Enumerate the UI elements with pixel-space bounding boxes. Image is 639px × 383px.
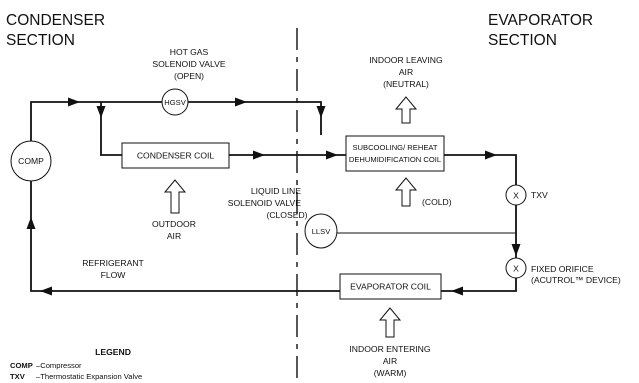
hot-gas-label-line1: HOT GAS — [170, 47, 209, 57]
evaporator-section-title-line2: SECTION — [488, 32, 557, 49]
legend-abbr: COMP — [10, 361, 33, 370]
hot-gas-label-line2: SOLENOID VALVE — [152, 59, 225, 69]
legend-abbr: TXV — [10, 372, 26, 381]
liquid-line-label-line2: SOLENOID VALVE — [228, 198, 301, 208]
cold-label: (COLD) — [422, 197, 452, 207]
liquid-line-label-line3: (CLOSED) — [266, 210, 307, 220]
flow-arrows — [26, 97, 521, 296]
refrigerant-flow-label-line2: FLOW — [101, 270, 127, 280]
refrigerant-flow-label-line1: REFRIGERANT — [82, 258, 144, 268]
legend-title: LEGEND — [95, 347, 131, 357]
hgsv-label: HGSV — [164, 98, 186, 107]
evaporator-coil: EVAPORATOR COIL — [339, 273, 442, 300]
flow-arrow — [235, 97, 247, 107]
flow-arrow — [40, 286, 52, 296]
indoor-leaving-label-line3: (NEUTRAL) — [383, 79, 429, 89]
compressor-label: COMP — [18, 156, 44, 166]
evaporator-coil-label: EVAPORATOR COIL — [350, 282, 431, 292]
legend: LEGEND COMP –Compressor TXV –Thermostati… — [10, 347, 142, 381]
condenser-section-title-line1: CONDENSER — [6, 12, 105, 29]
cold-air-arrow — [394, 177, 418, 207]
condenser-section-title-line2: SECTION — [6, 32, 75, 49]
indoor-entering-air-arrow — [378, 307, 402, 338]
compressor: COMP — [10, 140, 52, 182]
hot-gas-label-line3: (OPEN) — [174, 71, 204, 81]
liquid-line-solenoid-valve: LLSV — [304, 213, 338, 249]
fixed-orifice-device: X FIXED ORIFICE (ACUTROL™ DEVICE) — [505, 257, 621, 285]
legend-desc: –Thermostatic Expansion Valve — [36, 372, 142, 381]
subcooling-reheat-coil: SUBCOOLING/ REHEAT DEHUMIDIFICATION COIL — [345, 135, 445, 172]
flow-arrow — [253, 150, 265, 160]
flow-arrow — [96, 106, 106, 118]
outdoor-air-label-line1: OUTDOOR — [152, 219, 196, 229]
outdoor-air-label-line2: AIR — [167, 231, 181, 241]
flow-arrow — [26, 217, 36, 229]
flow-arrow — [485, 150, 497, 160]
subcooling-coil-label-line1: SUBCOOLING/ REHEAT — [352, 143, 437, 152]
fixed-orifice-label-line2: (ACUTROL™ DEVICE) — [531, 275, 621, 285]
flow-arrow — [68, 97, 80, 107]
indoor-leaving-label-line1: INDOOR LEAVING — [369, 55, 443, 65]
condenser-coil: CONDENSER COIL — [121, 142, 230, 169]
refrigerant-piping — [30, 101, 517, 292]
indoor-entering-label-line3: (WARM) — [374, 368, 407, 378]
txv-valve: X TXV — [505, 184, 548, 206]
evaporator-section-title-line1: EVAPORATOR — [488, 12, 593, 29]
indoor-entering-label-line2: AIR — [383, 356, 397, 366]
flow-arrow — [326, 150, 338, 160]
fixed-orifice-label-line1: FIXED ORIFICE — [531, 264, 594, 274]
subcooling-coil-label-line2: DEHUMIDIFICATION COIL — [349, 155, 441, 164]
outdoor-air-arrow — [163, 179, 187, 214]
txv-symbol: X — [513, 191, 519, 201]
flow-arrow — [451, 286, 463, 296]
indoor-leaving-label-line2: AIR — [399, 67, 413, 77]
flow-arrow — [511, 244, 521, 256]
hot-gas-solenoid-valve: HGSV — [161, 88, 189, 116]
flow-arrow — [316, 106, 326, 118]
txv-label: TXV — [531, 190, 548, 200]
legend-desc: –Compressor — [36, 361, 82, 370]
indoor-leaving-air-arrow — [394, 96, 418, 124]
liquid-line-label-line1: LIQUID LINE — [251, 186, 301, 196]
indoor-entering-label-line1: INDOOR ENTERING — [349, 344, 430, 354]
condenser-coil-label: CONDENSER COIL — [137, 151, 215, 161]
fixed-orifice-symbol: X — [513, 264, 519, 274]
llsv-label: LLSV — [312, 227, 332, 236]
